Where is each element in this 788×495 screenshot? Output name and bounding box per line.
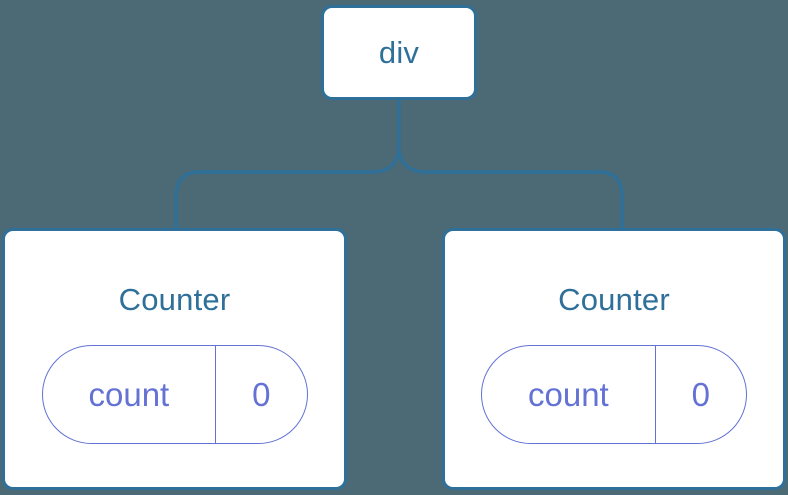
state-value-label: 0 — [252, 376, 271, 413]
state-key-cell: count — [43, 346, 217, 443]
component-title: Counter — [118, 282, 231, 317]
node-component-counter-0[interactable]: Counter count 0 — [2, 228, 347, 490]
state-pill[interactable]: count 0 — [481, 345, 747, 444]
root-node-label: div — [378, 35, 420, 70]
connector-right-branch — [397, 98, 624, 232]
node-root-div[interactable]: div — [321, 5, 477, 100]
connector-left-branch — [174, 98, 401, 232]
state-key-label: count — [527, 376, 609, 413]
state-value-label: 0 — [691, 376, 711, 413]
state-pill[interactable]: count 0 — [41, 345, 308, 444]
component-title: Counter — [558, 282, 670, 317]
state-key-label: count — [88, 376, 170, 413]
state-value-cell: 0 — [656, 346, 746, 443]
state-value-cell: 0 — [216, 346, 306, 443]
node-component-counter-1[interactable]: Counter count 0 — [442, 228, 786, 490]
state-key-cell: count — [482, 346, 656, 443]
